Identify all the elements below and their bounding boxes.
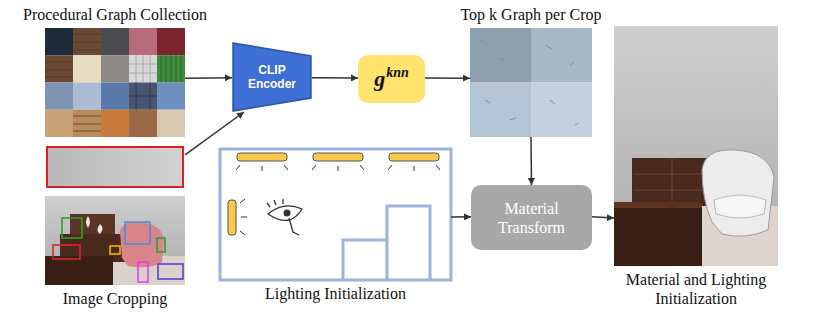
arrow-connector [185, 112, 244, 155]
texture [470, 28, 531, 83]
crop-box [62, 218, 82, 238]
render-image: Material and Lighting Initialization [614, 26, 778, 266]
texture [73, 28, 101, 55]
symbol: g [374, 66, 385, 91]
texture [129, 55, 157, 82]
dresser [632, 158, 712, 206]
superscript: knn [386, 65, 409, 80]
texture [157, 110, 185, 137]
texture [129, 28, 157, 55]
lighting-panel [220, 149, 451, 280]
texture [101, 55, 129, 82]
area-light [237, 153, 287, 161]
room-outline [220, 149, 451, 280]
texture [73, 110, 101, 137]
texture [45, 28, 73, 55]
step-objects [343, 206, 430, 280]
knn-box: gknn [358, 55, 425, 103]
trapezoid-outline [233, 43, 311, 111]
texture-noise [480, 40, 579, 125]
texture [157, 55, 185, 82]
texture [157, 83, 185, 110]
crop-image [45, 147, 185, 285]
arrow-connector [530, 137, 532, 185]
area-light [389, 153, 439, 161]
crop-box [53, 245, 80, 259]
texture-pattern [45, 34, 101, 131]
math-symbol: gknn [374, 66, 409, 92]
chair-cushion [714, 195, 766, 218]
area-light [228, 200, 236, 235]
wall-crop [47, 147, 183, 187]
crop-box [158, 264, 183, 279]
crop-box [110, 246, 120, 254]
lighting-panel: Lighting Initialization [220, 149, 451, 280]
box-label: Material Transform [477, 199, 586, 237]
vase [86, 216, 103, 234]
area-light [313, 153, 363, 161]
table [45, 256, 113, 285]
encoder-trapezoid: CLIP Encoder [232, 42, 312, 112]
texture-grid [45, 28, 185, 137]
image-cropping: Image Cropping [45, 145, 185, 285]
box-label: CLIP Encoder [242, 63, 302, 91]
texture [45, 110, 73, 137]
arrow-connector [451, 216, 471, 218]
shelf-top [70, 214, 115, 234]
texture-pattern [129, 55, 157, 82]
process-box: Material Transform [471, 185, 592, 250]
texture [73, 83, 101, 110]
texture [157, 28, 185, 55]
dresser-drawers [634, 158, 710, 206]
graph-collection: Procedural Graph Collection [45, 28, 185, 137]
white-chair [702, 150, 774, 236]
texture [45, 55, 73, 82]
texture [129, 83, 157, 110]
texture [531, 83, 592, 138]
figure-heading: Material and Lighting Initialization [601, 270, 791, 308]
table [614, 202, 702, 266]
crop-box [157, 238, 165, 252]
table-top [614, 202, 702, 208]
arrow-connector [592, 217, 614, 218]
texture [45, 83, 73, 110]
texture [470, 83, 531, 138]
texture-pattern [161, 55, 181, 82]
arrow-connector [312, 77, 358, 79]
crop-box [138, 262, 148, 282]
texture-pattern [129, 83, 157, 110]
texture [73, 55, 101, 82]
eye-symbol [267, 199, 302, 235]
figure-heading: Procedural Graph Collection [23, 5, 207, 24]
texture [129, 110, 157, 137]
eye-pupil [284, 210, 291, 217]
light-rays [236, 165, 440, 235]
render-image [614, 26, 778, 266]
crop-box [125, 222, 150, 244]
arrow-connector [425, 77, 470, 79]
figure-heading: Image Cropping [63, 289, 167, 308]
texture [531, 28, 592, 83]
texture [101, 83, 129, 110]
texture [101, 110, 129, 137]
figure-heading: Lighting Initialization [265, 284, 406, 303]
arrow-connector [185, 77, 232, 79]
topk-graphs: Top k Graph per Crop [470, 28, 592, 137]
chair [120, 222, 164, 268]
topk-grid [470, 28, 592, 137]
figure-heading: Top k Graph per Crop [460, 5, 601, 24]
texture [101, 28, 129, 55]
